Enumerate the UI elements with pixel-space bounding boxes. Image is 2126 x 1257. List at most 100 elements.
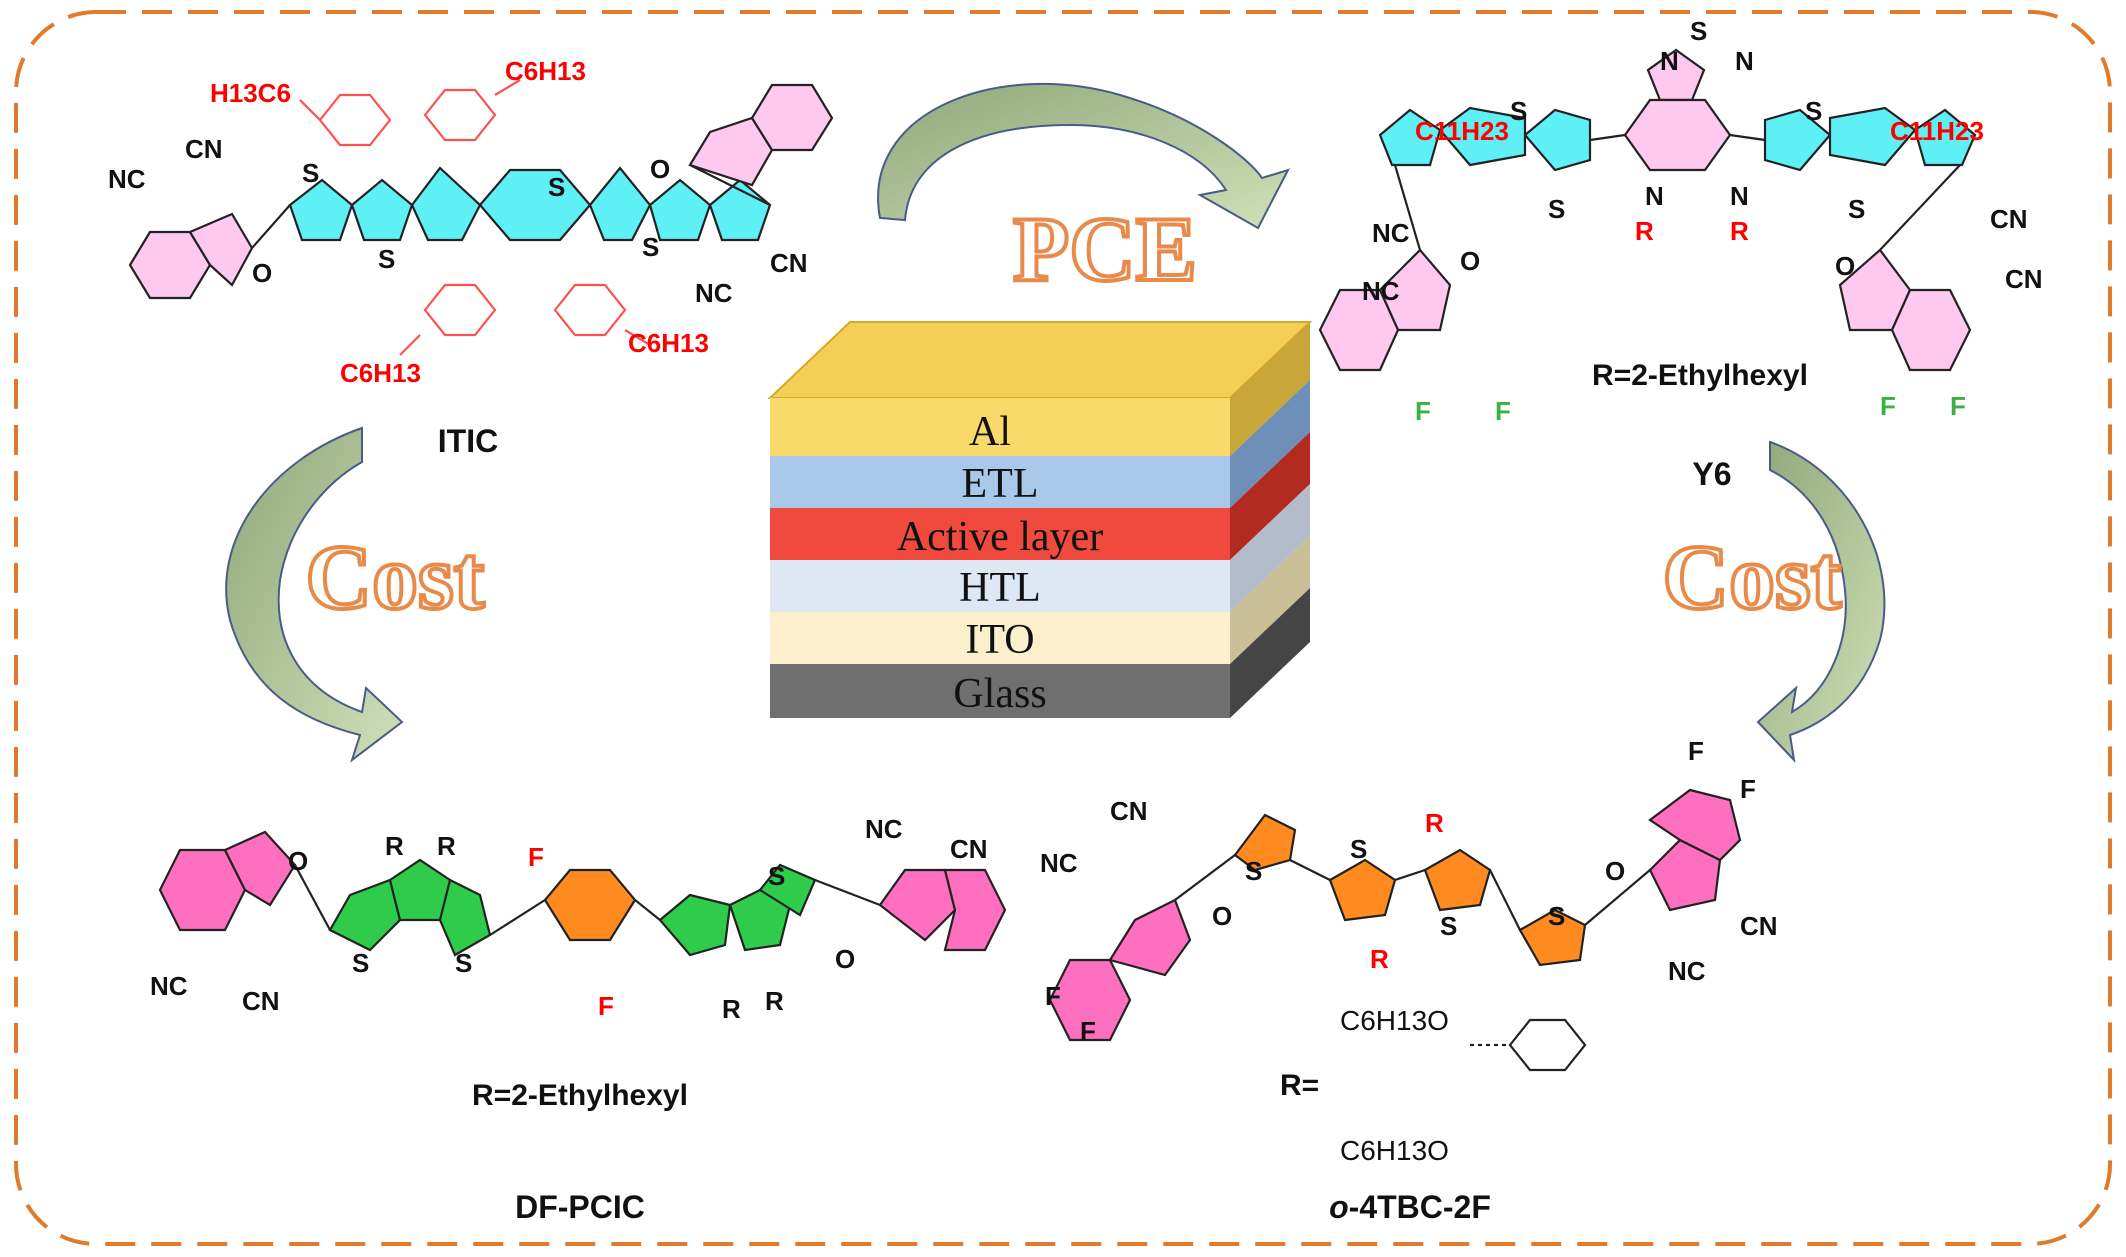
layer-al-label: Al [969, 409, 1011, 455]
svg-text:NC: NC [1362, 276, 1400, 306]
svg-text:R: R [765, 986, 784, 1016]
itic-atom: CN [185, 134, 223, 164]
svg-text:S: S [1548, 901, 1565, 931]
itic-atom: O [252, 258, 272, 288]
dashed-frame [14, 10, 2112, 1246]
layer-glass [770, 664, 1230, 718]
svg-text:S: S [1690, 16, 1707, 46]
layer-glass-label: Glass [953, 671, 1046, 717]
svg-text:O: O [1212, 901, 1232, 931]
layer-active [770, 508, 1230, 560]
svg-text:R: R [722, 994, 741, 1024]
device-stack: Al ETL Active layer HTL ITO Glass [767, 321, 1313, 718]
svg-text:S: S [352, 948, 369, 978]
cost-label-right: Cost [1663, 526, 1842, 628]
cost-label-left: Cost [306, 526, 485, 628]
molecule-itic [128, 79, 834, 356]
layer-etl [770, 456, 1230, 508]
itic-atom: S [302, 158, 319, 188]
svg-text:NC: NC [1372, 218, 1410, 248]
svg-text:F: F [1880, 391, 1896, 421]
dfpcic-name: DF-PCIC [515, 1189, 645, 1225]
svg-text:R: R [437, 831, 456, 861]
itic-side-chains: H13C6 C6H13 C6H13 C6H13 [210, 56, 709, 388]
itic-name: ITIC [438, 423, 498, 459]
svg-text:C6H13: C6H13 [340, 358, 421, 388]
svg-text:C6H13: C6H13 [628, 328, 709, 358]
o4tbc2f-name-prefix: o [1329, 1189, 1349, 1225]
molecule-y6 [1318, 48, 1977, 372]
itic-atom: S [378, 244, 395, 274]
svg-text:R: R [1370, 944, 1389, 974]
svg-text:R: R [385, 831, 404, 861]
svg-text:CN: CN [1740, 911, 1778, 941]
y6-labels: N S N S S N N S S R R NC NC O O CN CN F … [1362, 16, 2043, 426]
svg-text:S: S [1848, 194, 1865, 224]
o4tbc2f-name: o-4TBC-2F [1329, 1189, 1491, 1225]
o4tbc2f-r-group: C6H13O [1340, 1005, 1449, 1036]
y6-r-definition: R=2-Ethylhexyl [1592, 359, 1808, 392]
svg-text:F: F [1740, 774, 1756, 804]
svg-text:R: R [1425, 808, 1444, 838]
pce-label: PCE [1013, 198, 1197, 300]
dfpcic-labels: O R R F S S S F R R NC CN NC CN O [150, 814, 988, 1024]
molecule-o4tbc2f [1048, 788, 1742, 1072]
svg-text:F: F [598, 991, 614, 1021]
svg-text:CN: CN [242, 986, 280, 1016]
layer-al [770, 398, 1230, 456]
svg-text:O: O [288, 846, 308, 876]
o4tbc2f-r-label: R= [1280, 1069, 1319, 1102]
layer-etl-label: ETL [962, 461, 1039, 507]
svg-text:N: N [1735, 46, 1754, 76]
svg-text:N: N [1660, 46, 1679, 76]
o4tbc2f-labels: NC CN S S R S R S O F F O F F CN NC [1040, 736, 1778, 1046]
svg-text:CN: CN [950, 834, 988, 864]
arrow-cost-right [1756, 440, 1886, 764]
svg-text:R: R [1635, 216, 1654, 246]
svg-text:S: S [1548, 194, 1565, 224]
itic-labels: CN NC O S S S S O NC CN [108, 134, 808, 308]
svg-text:H13C6: H13C6 [210, 78, 291, 108]
svg-text:F: F [1950, 391, 1966, 421]
svg-text:O: O [1460, 246, 1480, 276]
svg-text:C11H23: C11H23 [1415, 116, 1509, 146]
svg-text:C11H23: C11H23 [1890, 116, 1984, 146]
svg-text:NC: NC [1668, 956, 1706, 986]
layer-ito-label: ITO [965, 617, 1034, 663]
y6-name: Y6 [1692, 456, 1731, 492]
svg-text:S: S [1350, 834, 1367, 864]
y6-side-chains: C11H23 C11H23 [1415, 116, 1984, 146]
svg-text:S: S [1245, 856, 1262, 886]
svg-text:C6H13: C6H13 [505, 56, 586, 86]
layer-ito [770, 612, 1230, 664]
svg-text:O: O [1835, 251, 1855, 281]
o4tbc2f-name-suffix: -4TBC-2F [1349, 1189, 1491, 1225]
itic-atom: NC [695, 278, 733, 308]
svg-text:R: R [1730, 216, 1749, 246]
itic-atom: O [650, 154, 670, 184]
svg-text:S: S [455, 948, 472, 978]
layer-htl [770, 560, 1230, 612]
svg-text:NC: NC [150, 971, 188, 1001]
svg-text:F: F [1415, 396, 1431, 426]
svg-text:O: O [835, 944, 855, 974]
arrow-cost-left [225, 426, 404, 763]
svg-text:S: S [768, 861, 785, 891]
svg-text:NC: NC [865, 814, 903, 844]
itic-atom: CN [770, 248, 808, 278]
svg-text:S: S [1805, 96, 1822, 126]
svg-text:S: S [1510, 96, 1527, 126]
svg-text:S: S [1440, 911, 1457, 941]
layer-active-label: Active layer [897, 514, 1103, 560]
svg-text:F: F [1080, 1016, 1096, 1046]
itic-atom: S [548, 172, 565, 202]
svg-text:F: F [1495, 396, 1511, 426]
molecule-dfpcic [158, 830, 1007, 957]
o4tbc2f-r-group: C6H13O [1340, 1135, 1449, 1166]
svg-text:O: O [1605, 856, 1625, 886]
svg-text:NC: NC [1040, 848, 1078, 878]
svg-text:CN: CN [1990, 204, 2028, 234]
itic-atom: S [642, 232, 659, 262]
